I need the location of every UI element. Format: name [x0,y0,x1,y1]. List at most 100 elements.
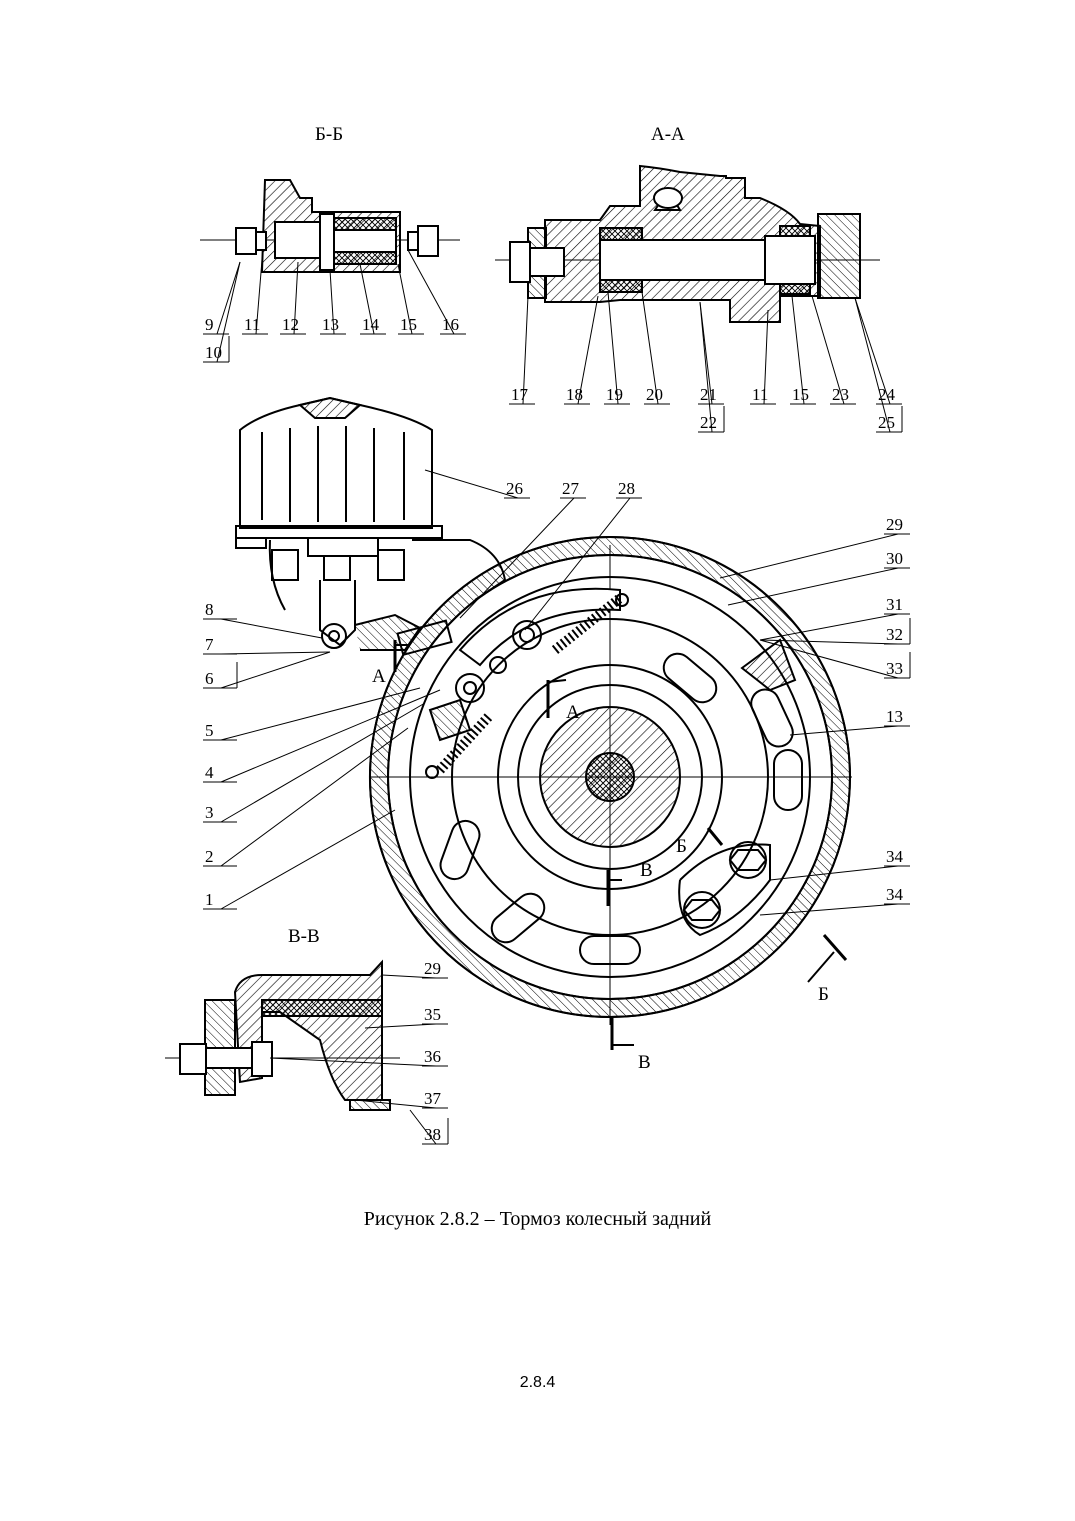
section-aa-drawing [495,164,880,323]
leader-line [220,809,396,910]
leader-line [293,261,299,335]
callout-37: 37 [424,1089,442,1108]
section-title-bb: Б-Б [315,124,343,145]
cut-mark-a2: А [566,702,580,723]
leader-line [255,259,263,335]
leader-line [354,1099,437,1109]
cut-mark-b2: Б [818,984,829,1005]
cut-mark-b1: Б [676,836,687,857]
callout-29: 29 [886,515,903,534]
callout-12: 12 [282,315,299,334]
leader-line [329,269,335,335]
callout-11: 11 [752,385,768,404]
leader-line [854,297,891,405]
callout-20: 20 [646,385,663,404]
callout-7: 7 [205,635,214,654]
leader-line [220,689,441,783]
section-title-vv: В-В [288,926,320,947]
callout-31: 31 [886,595,903,614]
brake-drum [368,536,852,1050]
callout-16: 16 [442,315,459,334]
page-number: 2.8.4 [519,1374,556,1391]
leader-line [459,497,575,619]
callout-2: 2 [205,847,214,866]
leader-line [789,725,899,736]
callout-10: 10 [205,343,222,362]
leader-line [763,309,769,405]
callout-13: 13 [322,315,339,334]
brake-drawing: Б-Б А-А В-В [165,124,911,1145]
callout-35: 35 [424,1005,441,1024]
callout-1: 1 [205,890,214,909]
cut-mark-v1: В [640,860,653,881]
cut-mark-v2: В [638,1052,651,1073]
cut-mark-a1: А [372,666,386,687]
leader-line [397,263,413,335]
callout-19: 19 [606,385,623,404]
leader-line [220,651,331,655]
callout-layer: 1234567891011121314151617181920212211152… [203,249,911,1145]
leader-line [216,261,241,335]
leader-line [727,567,899,606]
callout-15: 15 [792,385,809,404]
brake-chamber [235,396,507,657]
leader-line [409,1109,437,1145]
callout-15: 15 [400,315,417,334]
leader-line [759,613,899,641]
leader-line [407,249,455,335]
callout-28: 28 [618,479,635,498]
callout-26: 26 [506,479,523,498]
leader-line [359,263,375,335]
section-vv-drawing [165,959,400,1111]
leader-line [220,651,331,689]
leader-line [216,261,241,363]
callout-3: 3 [205,803,214,822]
leader-line [719,533,899,579]
callout-24: 24 [878,385,896,404]
leader-line [854,297,891,433]
leader-line [220,702,426,823]
callout-4: 4 [205,763,214,782]
leader-line [220,618,323,639]
callout-9: 9 [205,315,214,334]
callout-30: 30 [886,549,903,568]
callout-13: 13 [886,707,903,726]
callout-38: 38 [424,1125,441,1144]
callout-29: 29 [424,959,441,978]
leader-line [577,295,599,405]
leader-line [524,497,631,631]
leader-line [759,903,899,916]
callout-14: 14 [362,315,380,334]
leader-line [769,865,899,881]
leader-line [220,727,409,867]
callout-23: 23 [832,385,849,404]
callout-34: 34 [886,885,904,904]
callout-11: 11 [244,315,260,334]
callout-32: 32 [886,625,903,644]
callout-25: 25 [878,413,895,432]
callout-33: 33 [886,659,903,678]
leader-line [791,295,805,405]
callout-5: 5 [205,721,214,740]
leader-line [424,469,519,499]
callout-18: 18 [566,385,583,404]
leader-line [364,1023,437,1029]
callout-8: 8 [205,600,214,619]
callout-17: 17 [511,385,529,404]
leader-line [607,291,619,405]
section-bb-drawing [200,179,460,273]
callout-6: 6 [205,669,214,688]
callout-22: 22 [700,413,717,432]
leader-line [641,291,659,405]
leader-line [522,295,529,405]
callout-36: 36 [424,1047,441,1066]
callout-27: 27 [562,479,580,498]
figure-caption: Рисунок 2.8.2 – Тормоз колесный задний [363,1208,712,1230]
leader-line [759,639,899,645]
leader-line [269,1057,437,1067]
callout-34: 34 [886,847,904,866]
section-title-aa: А-А [651,124,685,145]
leader-line [759,639,899,679]
leader-line [220,687,421,741]
